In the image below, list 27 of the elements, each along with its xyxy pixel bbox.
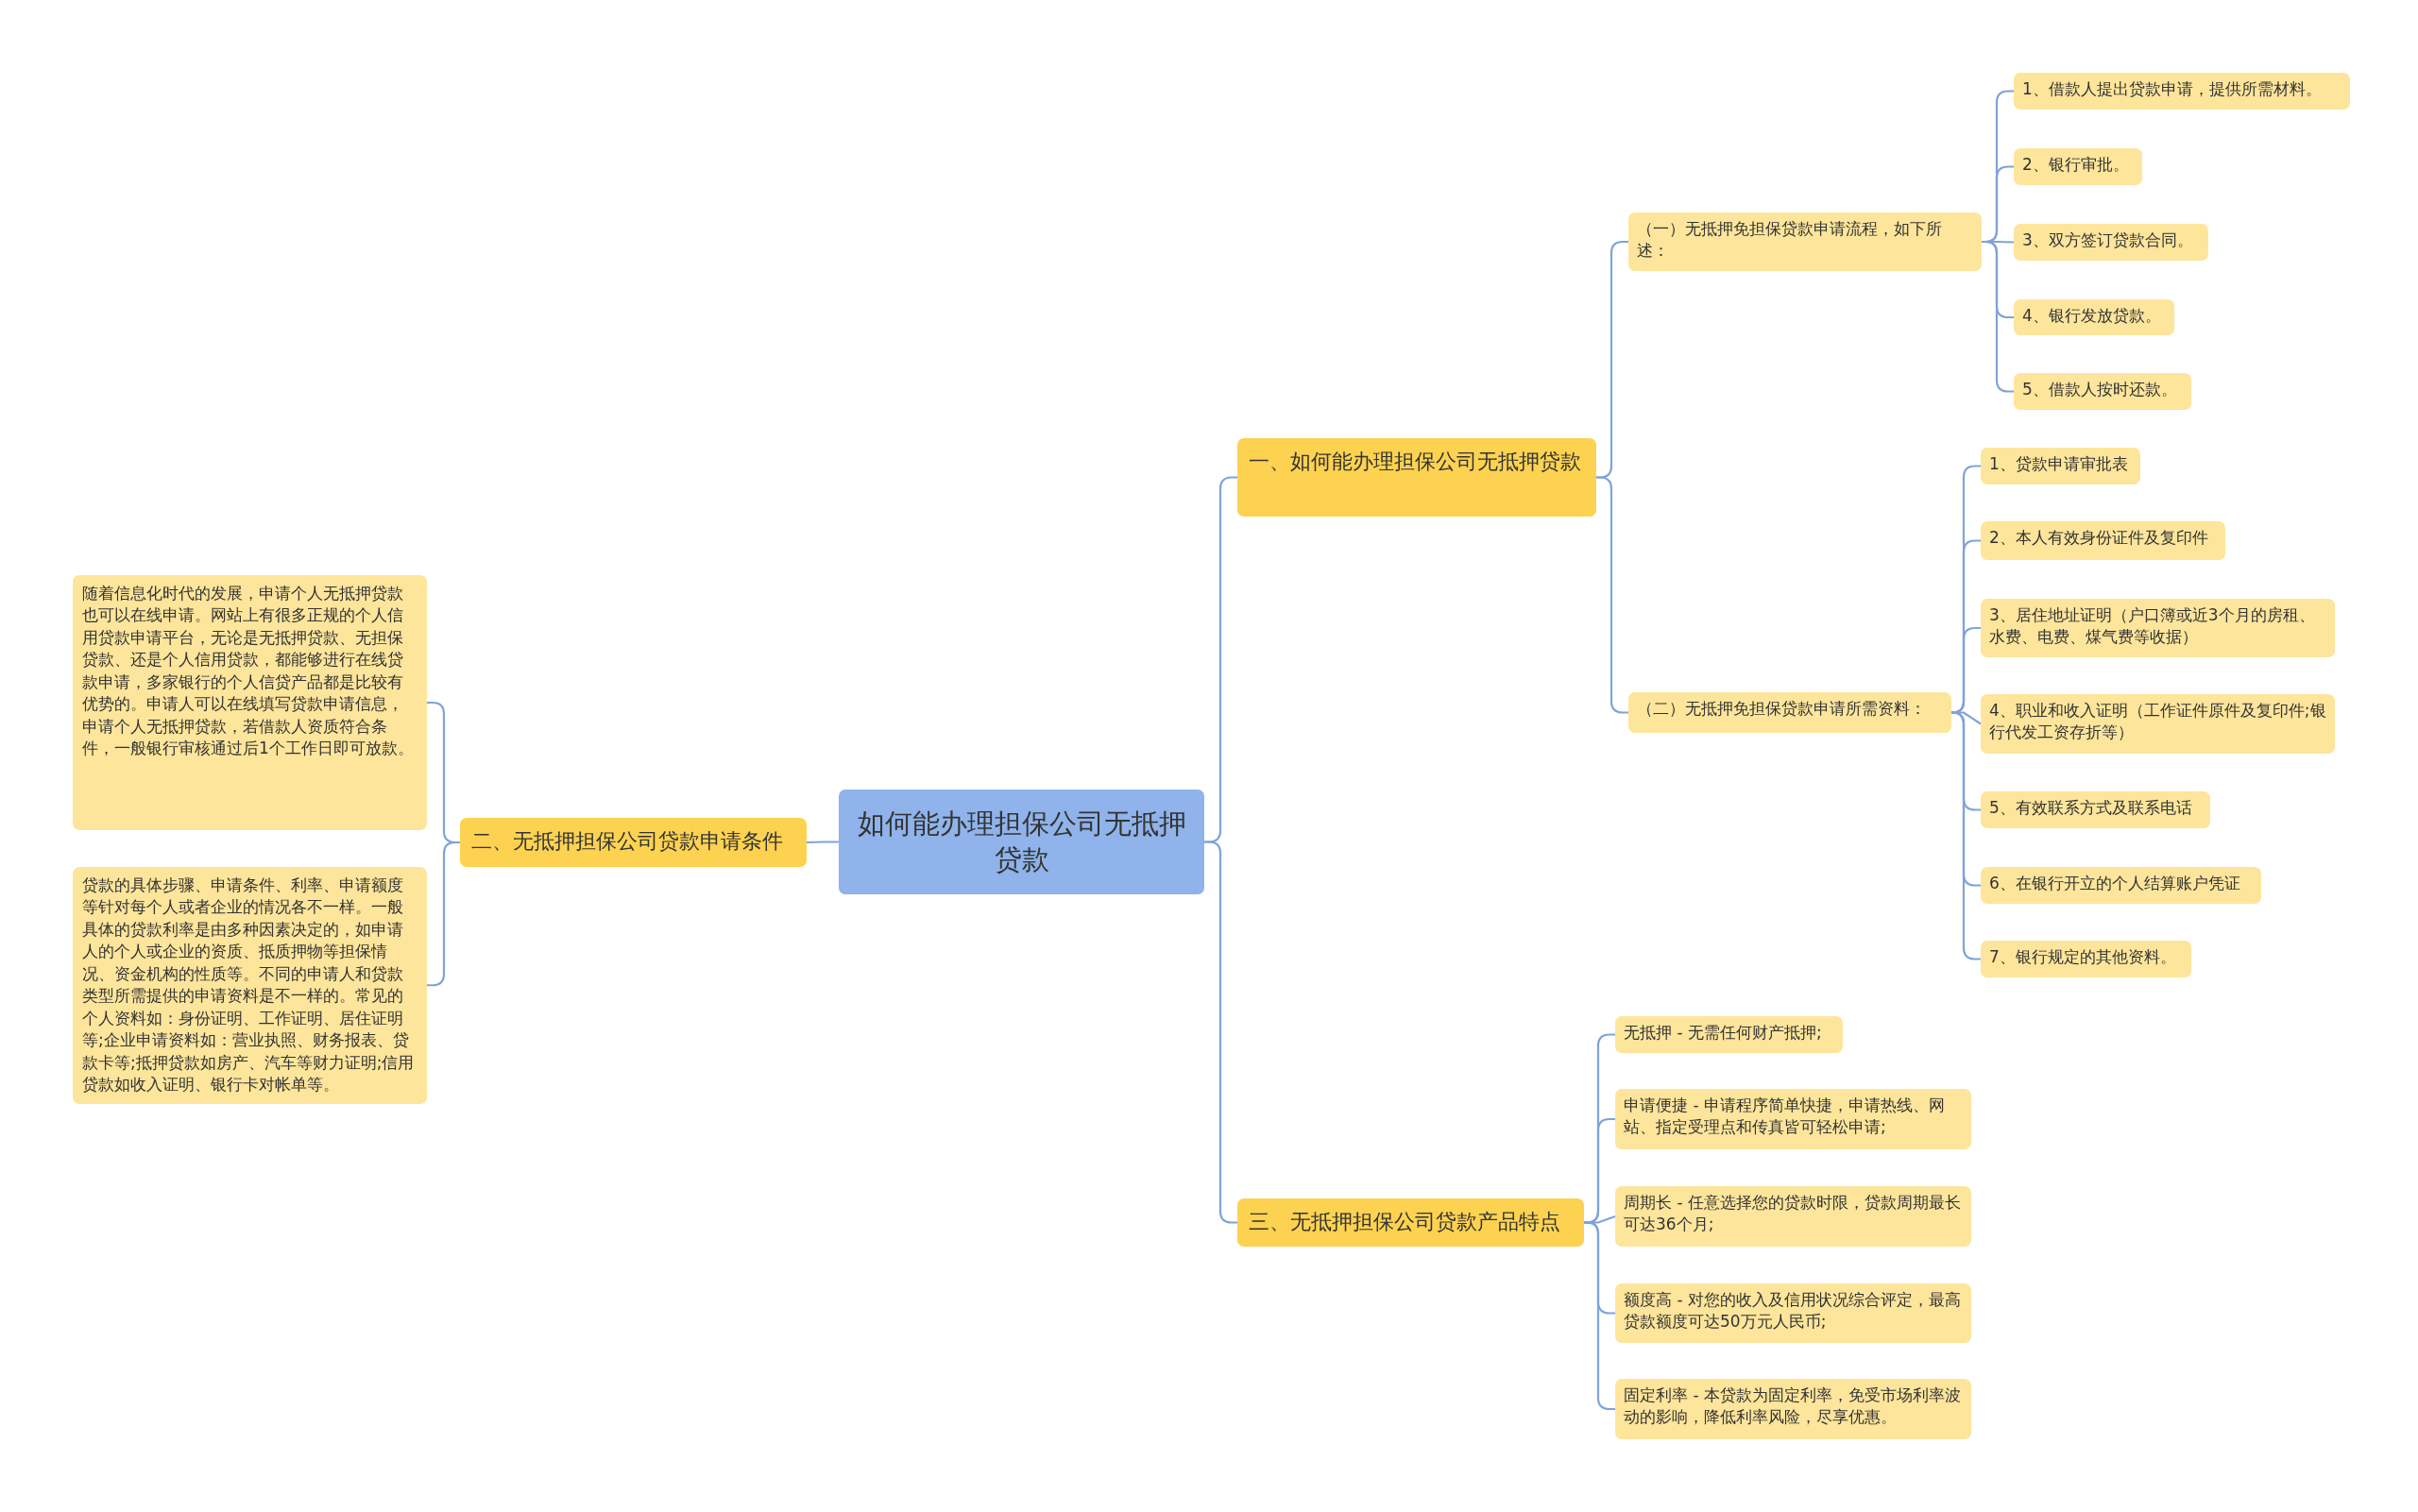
leaf-topic: 1、借款人提出贷款申请，提供所需材料。 [2014, 73, 2350, 110]
leaf-topic: 5、有效联系方式及联系电话 [1981, 791, 2210, 828]
leaf-topic: 1、贷款申请审批表 [1981, 448, 2140, 484]
main-topic: 一、如何能办理担保公司无抵押贷款 [1237, 438, 1596, 517]
leaf-topic: 3、双方签订贷款合同。 [2014, 224, 2208, 261]
leaf-topic: 4、职业和收入证明（工作证件原件及复印件;银行代发工资存折等） [1981, 694, 2335, 754]
main-topic: 三、无抵押担保公司贷款产品特点 [1237, 1198, 1584, 1247]
leaf-topic: 6、在银行开立的个人结算账户凭证 [1981, 867, 2261, 904]
connector-line [806, 841, 839, 844]
leaf-topic: 4、银行发放贷款。 [2014, 299, 2174, 335]
leaf-topic: 5、借款人按时还款。 [2014, 373, 2191, 410]
leaf-topic: 周期长 - 任意选择您的贷款时限，贷款周期最长可达36个月; [1615, 1186, 1971, 1247]
leaf-topic: 申请便捷 - 申请程序简单快捷，申请热线、网站、指定受理点和传真皆可轻松申请; [1615, 1089, 1971, 1149]
leaf-topic: 7、银行规定的其他资料。 [1981, 941, 2191, 977]
leaf-topic: 2、本人有效身份证件及复印件 [1981, 521, 2225, 560]
leaf-topic: 固定利率 - 本贷款为固定利率，免受市场利率波动的影响，降低利率风险，尽享优惠。 [1615, 1379, 1971, 1439]
text-note: 贷款的具体步骤、申请条件、利率、申请额度等针对每个人或者企业的情况各不一样。一般具体的贷款利率是由多种因素决定的，如申请人的个人或企业的资质、抵质押物等担保情况、资金机构的性质等。不同的申请人和贷款类型所需提供的申请资料是不一样的。常见的个人资料如：身份证明、工作证明、居住证明等;企业申请资料如：营业执照、财务报表、贷款卡等;抵押贷款如房产、汽车等财力证明;信用贷款如收入证明、银行卡对帐单等。 [73, 867, 427, 1104]
subtopic: （二）无抵押免担保贷款申请所需资料： [1628, 692, 1951, 733]
main-topic: 二、无抵押担保公司贷款申请条件 [460, 818, 807, 867]
central-topic: 如何能办理担保公司无抵押贷款 [839, 790, 1204, 894]
leaf-topic: 2、银行审批。 [2014, 148, 2142, 185]
leaf-topic: 无抵押 - 无需任何财产抵押; [1615, 1016, 1843, 1053]
subtopic: （一）无抵押免担保贷款申请流程，如下所述： [1628, 212, 1982, 271]
leaf-topic: 额度高 - 对您的收入及信用状况综合评定，最高贷款额度可达50万元人民币; [1615, 1283, 1971, 1343]
text-note: 随着信息化时代的发展，申请个人无抵押贷款也可以在线申请。网站上有很多正规的个人信用贷款申请平台，无论是无抵押贷款、无担保贷款、还是个人信用贷款，都能够进行在线贷款申请，多家银行的个人信贷产品都是比较有优势的。申请人可以在线填写贷款申请信息，申请个人无抵押贷款，若借款人资质符合条件，一般银行审核通过后1个工作日即可放款。 [73, 575, 427, 830]
leaf-topic: 3、居住地址证明（户口簿或近3个月的房租、水费、电费、煤气费等收据） [1981, 599, 2335, 657]
connector-line [1951, 711, 1982, 725]
